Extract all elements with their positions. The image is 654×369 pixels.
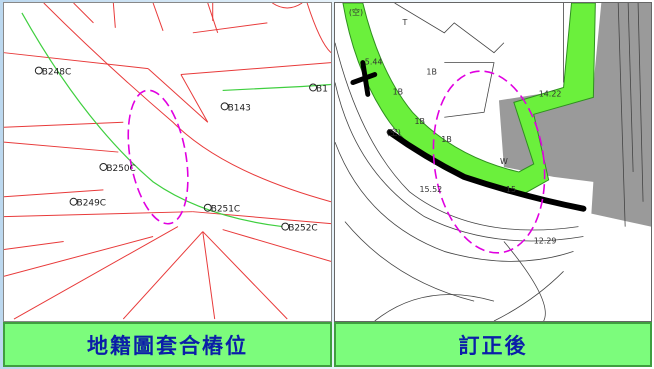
stake-b1: B1 <box>309 83 328 94</box>
map-label: 15 <box>506 185 516 194</box>
stake-label: B252C <box>288 224 317 234</box>
stake-b252c: B252C <box>281 222 318 234</box>
stake-label: B249C <box>77 199 106 209</box>
elevation-label: 12.29 <box>534 236 557 245</box>
stake-b143: B143 <box>220 102 251 113</box>
building-label: 1B <box>426 68 437 77</box>
map-label: W <box>500 157 508 166</box>
elevation-label: 15.52 <box>419 185 442 194</box>
corrected-road-band <box>342 3 596 195</box>
corrected-map-panel: 5.44 1B 1B 1B 1B T (空) (空) 14.22 12.29 W… <box>334 2 652 322</box>
contour-lines <box>335 3 644 321</box>
corrected-map: 5.44 1B 1B 1B 1B T (空) (空) 14.22 12.29 W… <box>335 3 651 321</box>
stake-b249c: B249C <box>69 197 106 209</box>
stake-b248c: B248C <box>34 66 71 78</box>
parcel-lines <box>4 3 331 320</box>
road-lines <box>21 12 331 228</box>
stake-markers: B248C B1 B143 B250C B249C <box>34 66 328 234</box>
building-label: 1B <box>441 135 452 144</box>
building-label: 1B <box>393 87 404 96</box>
stake-label: B251C <box>211 205 240 215</box>
caption-text: 地籍圖套合樁位 <box>87 333 248 358</box>
highlight-ellipse <box>127 89 189 225</box>
stake-label: B248C <box>42 68 71 78</box>
building-label: 1B <box>414 117 425 126</box>
highlight-ellipse <box>432 70 546 254</box>
cadastral-map-panel: B248C B1 B143 B250C B249C <box>3 2 332 322</box>
elevation-label: 14.22 <box>539 89 562 98</box>
caption-text: 訂正後 <box>458 333 528 358</box>
map-label: T <box>402 18 408 27</box>
caption-corrected: 訂正後 <box>334 322 652 367</box>
cross-marker <box>350 60 378 97</box>
stake-label: B1 <box>316 84 328 94</box>
vacant-label: (空) <box>387 127 401 137</box>
corrected-boundary-line <box>386 129 587 212</box>
stake-b250c: B250C <box>99 162 136 174</box>
stake-label: B143 <box>228 103 251 113</box>
vacant-label: (空) <box>349 7 363 17</box>
caption-cadastral-overlay: 地籍圖套合樁位 <box>3 322 332 367</box>
stake-label: B250C <box>106 164 135 174</box>
stake-b251c: B251C <box>203 203 240 215</box>
elevation-label: 5.44 <box>365 58 383 67</box>
cadastral-map: B248C B1 B143 B250C B249C <box>4 3 331 320</box>
